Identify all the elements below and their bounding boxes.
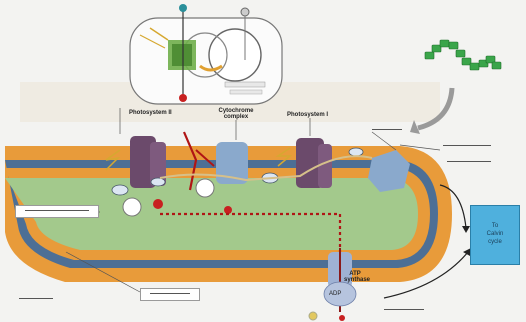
calvin-cycle-box: To Calvin cycle xyxy=(470,205,520,265)
left-membrane-label xyxy=(15,205,99,218)
adp-label: ADP xyxy=(329,291,341,297)
atp-synthase-label: ATP synthase xyxy=(344,271,366,283)
cytochrome-complex-label: Cytochrome complex xyxy=(216,108,256,120)
top-right-label-2 xyxy=(436,140,498,153)
calvin-box-line-1: To xyxy=(492,223,498,231)
top-right-label-3 xyxy=(440,156,498,169)
lower-right-label xyxy=(378,304,430,317)
inset-diagram xyxy=(130,4,282,104)
lower-left-label xyxy=(14,293,58,306)
calvin-box-line-2: Calvin xyxy=(487,231,504,239)
top-right-label-1 xyxy=(366,124,408,137)
photosystem-i-label: Photosystem I xyxy=(287,112,328,118)
photosystem-ii-label: Photosystem II xyxy=(129,110,172,116)
calvin-box-line-3: cycle xyxy=(488,239,502,247)
bottom-membrane-label xyxy=(140,288,200,301)
